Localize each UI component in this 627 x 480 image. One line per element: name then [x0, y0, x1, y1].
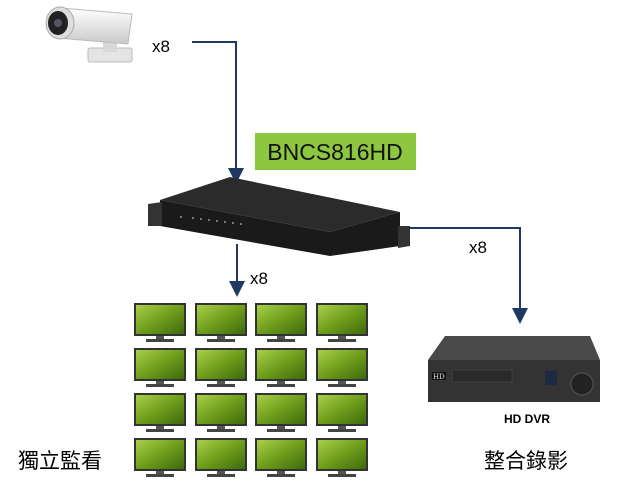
- product-title: BNCS816HD: [267, 139, 403, 165]
- monitor-icon: [134, 438, 186, 477]
- title-badge: [255, 133, 416, 170]
- monitor-icon: [316, 438, 368, 477]
- video-distributor-device: [148, 177, 410, 256]
- dvr-name-label: HD DVR: [504, 412, 550, 426]
- camera-to-switch-line: [192, 41, 244, 184]
- monitor-icon: [255, 438, 307, 477]
- monitor-icon: [255, 393, 307, 432]
- camera-count-label: x8: [152, 37, 170, 56]
- monitor-grid: [134, 303, 368, 477]
- hd-dvr-device: HD: [428, 336, 600, 402]
- monitor-icon: [195, 348, 247, 387]
- monitor-icon: [255, 303, 307, 342]
- monitor-icon: [255, 348, 307, 387]
- switch-to-dvr-line: [404, 227, 528, 324]
- monitor-icon: [316, 348, 368, 387]
- dvr-count-label: x8: [469, 238, 487, 257]
- monitor-caption: 獨立監看: [18, 449, 102, 473]
- monitor-icon: [134, 303, 186, 342]
- monitor-count-label: x8: [250, 269, 268, 288]
- dvr-logo: HD: [433, 373, 445, 381]
- bullet-camera-icon: [45, 6, 133, 63]
- monitor-icon: [134, 393, 186, 432]
- monitor-icon: [316, 393, 368, 432]
- monitor-icon: [195, 438, 247, 477]
- monitor-icon: [134, 348, 186, 387]
- dvr-caption: 整合錄影: [484, 449, 568, 473]
- monitor-icon: [195, 393, 247, 432]
- monitor-icon: [316, 303, 368, 342]
- monitor-icon: [195, 303, 247, 342]
